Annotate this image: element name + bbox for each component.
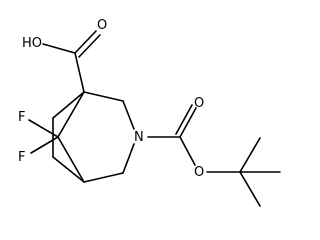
bond-tbu-methyl-top xyxy=(239,137,261,173)
bond-carboxyl-double-o-b xyxy=(78,34,101,58)
bond-n-ch2-lower xyxy=(122,143,135,174)
bond-carboxyl-oh xyxy=(42,43,76,54)
carboxyl-oxygen-label: O xyxy=(97,18,107,33)
bond-c1-cf2 xyxy=(57,91,85,138)
fluorine-bottom-label: F xyxy=(18,150,25,165)
bond-cf2-c5 xyxy=(57,136,85,183)
bond-ch2-n xyxy=(122,100,135,130)
carboxyl-hydroxyl-label: HO xyxy=(22,36,42,51)
bond-carboxyl-double-o-a xyxy=(74,30,97,54)
atom-labels: O HO N O O F F xyxy=(18,18,204,180)
bond-lines xyxy=(28,30,281,207)
chemical-structure-diagram: O HO N O O F F xyxy=(18,18,281,207)
bond-tbu-methyl-bottom xyxy=(239,171,261,207)
bond-boc-carbon-ester-o xyxy=(179,136,196,166)
bond-boc-double-o-b xyxy=(175,104,193,135)
fluorine-top-label: F xyxy=(18,110,25,125)
bond-bridge-left-bottom xyxy=(52,156,85,183)
bond-c1-bridge-left-top xyxy=(52,91,85,119)
bond-cf2-f-top xyxy=(28,119,59,138)
bond-c1-ch2-right xyxy=(83,91,124,102)
boc-ester-oxygen-label: O xyxy=(194,165,204,180)
ring-nitrogen-label: N xyxy=(134,130,144,145)
boc-carbonyl-oxygen-label: O xyxy=(194,96,204,111)
bond-ch2-c5 xyxy=(83,172,124,183)
bond-c1-carboxyl-c xyxy=(74,52,85,93)
bond-cf2-f-bottom xyxy=(30,136,59,154)
bond-boc-double-o-a xyxy=(179,107,197,138)
